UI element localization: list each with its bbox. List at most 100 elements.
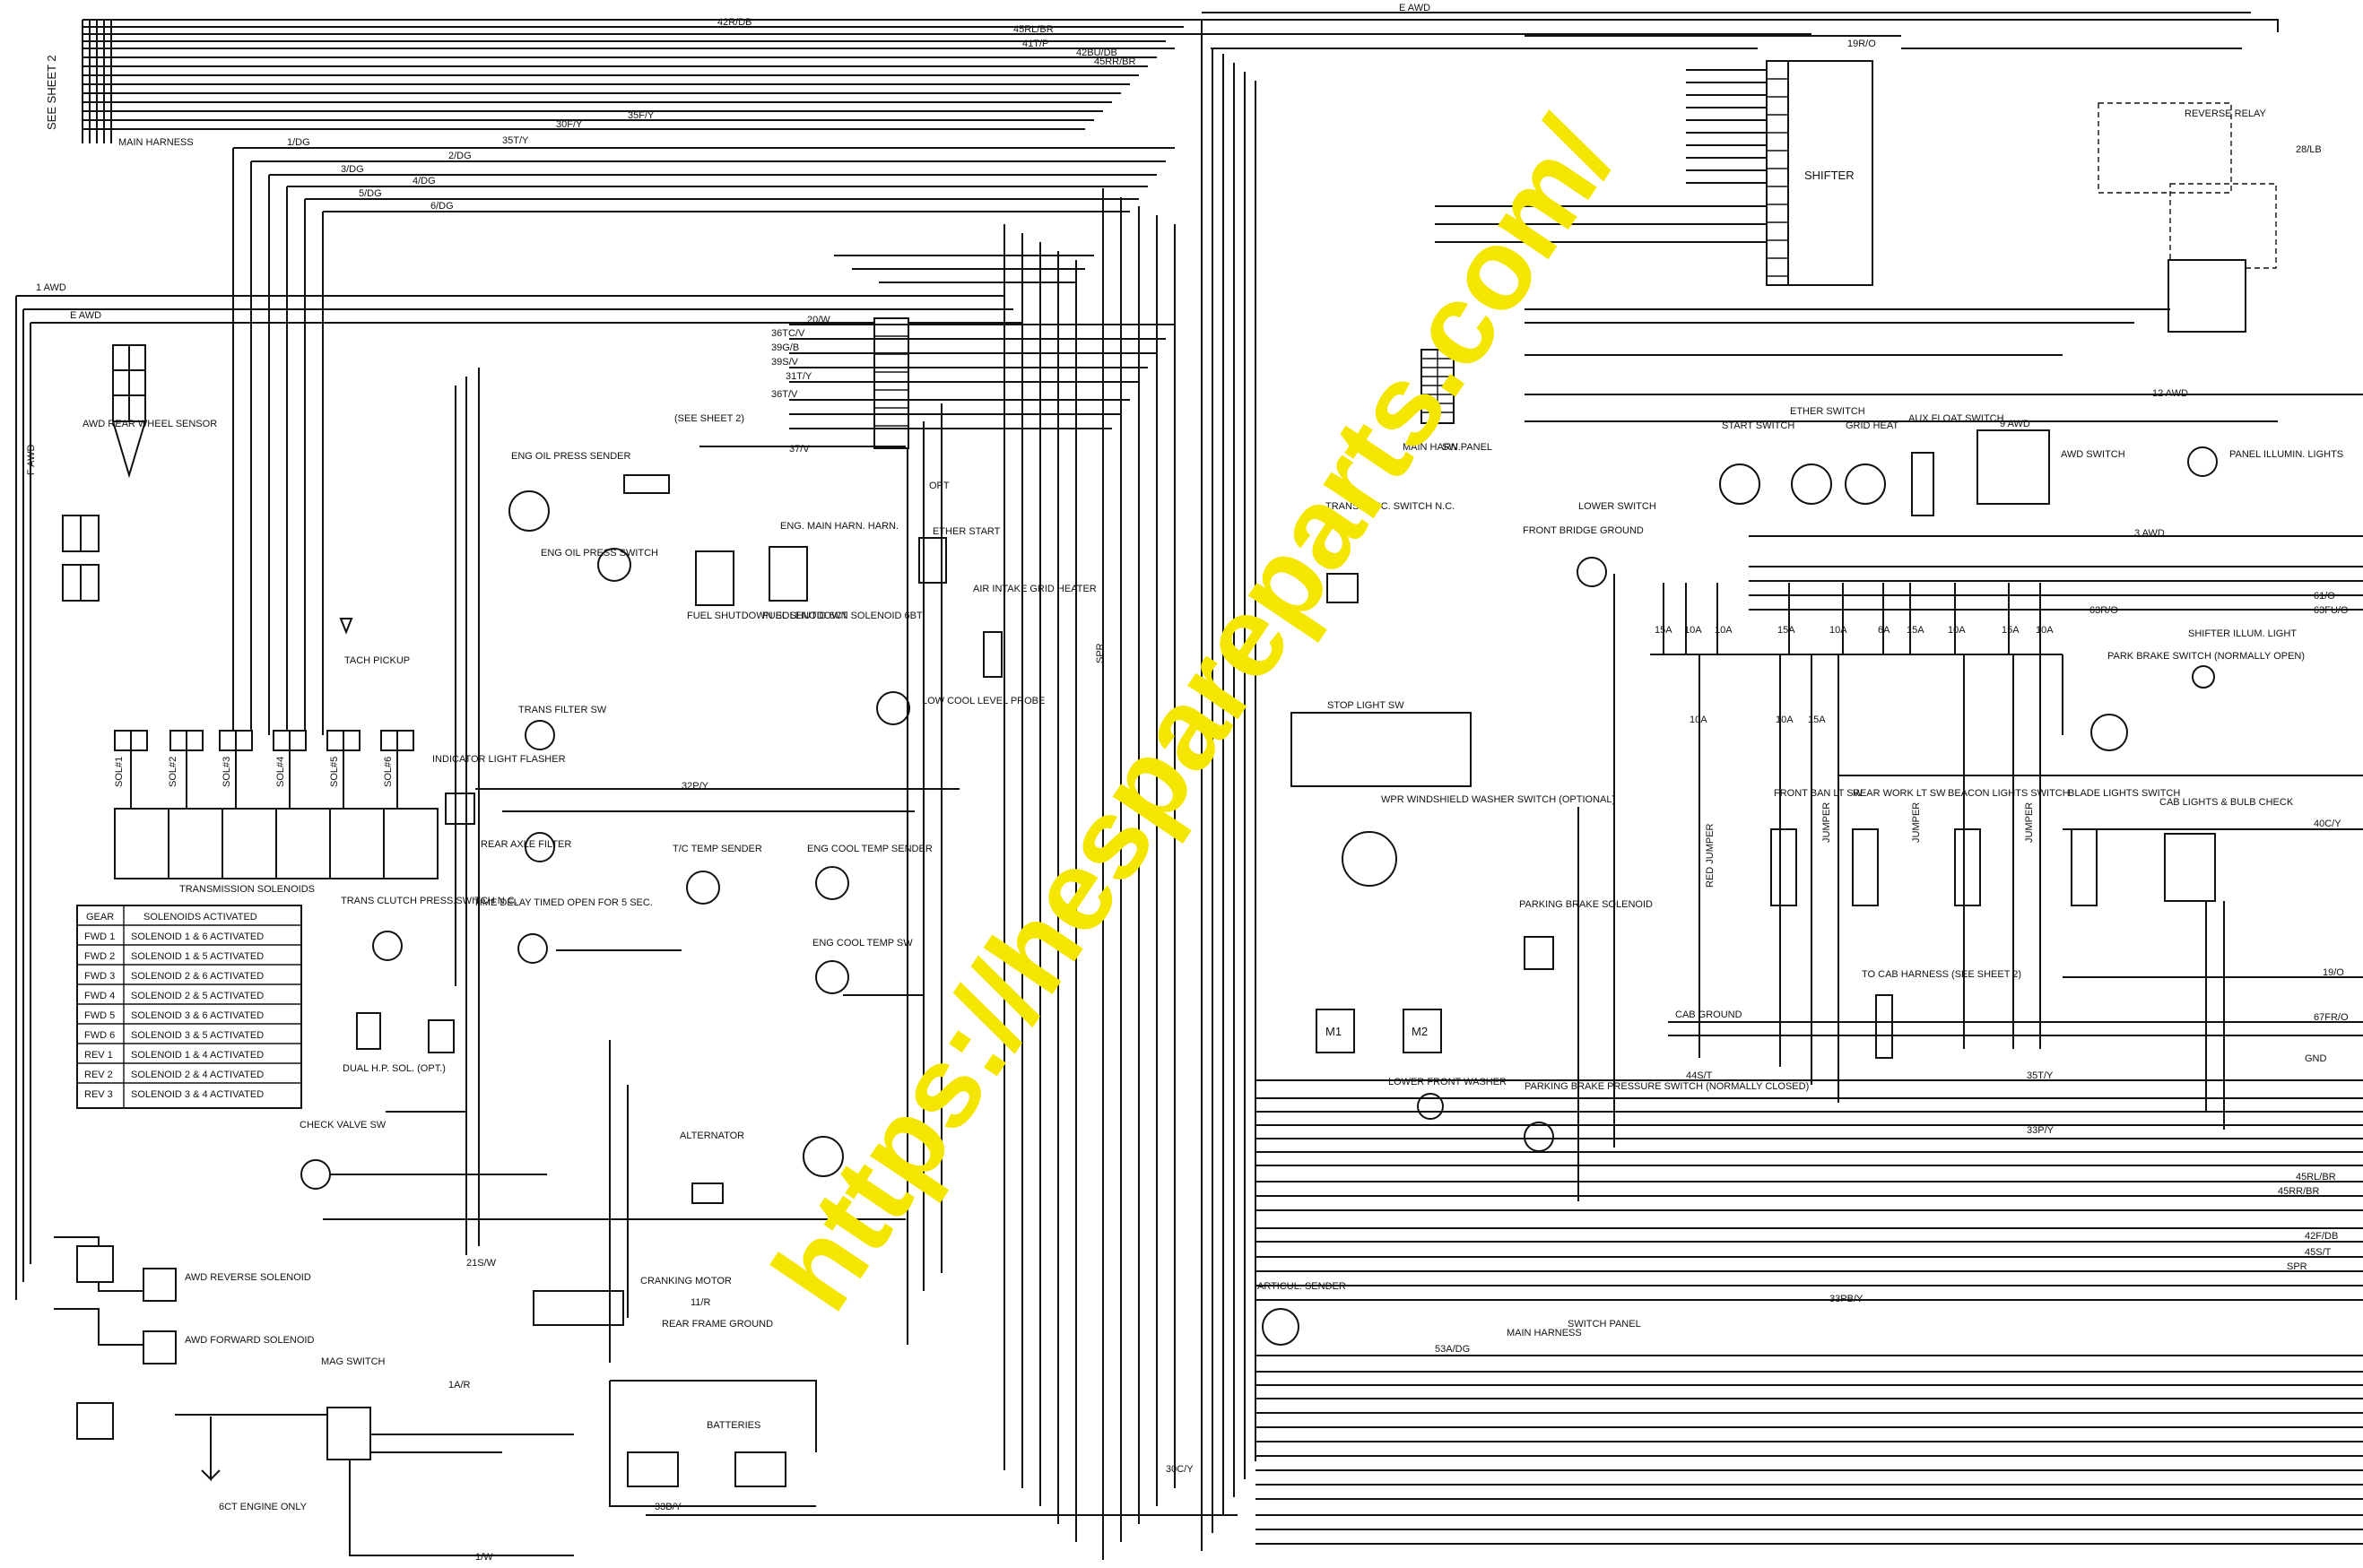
gear-table-header-gear: GEAR <box>86 912 114 923</box>
fuse-label-2: 10A <box>1684 625 1702 636</box>
wire-label-4dg: 4/DG <box>413 176 436 186</box>
park-brake-switch-label: PARK BRAKE SWITCH (NORMALLY OPEN) <box>2107 651 2305 662</box>
solenoid-labels: SOL#1 SOL#2 SOL#3 SOL#4 SOL#5 SOL#6 <box>114 757 394 787</box>
main-connector <box>873 317 909 449</box>
wire-label-21sw: 21S/W <box>466 1258 497 1269</box>
mag-switch: MAG SWITCH 6CT ENGINE ONLY <box>175 1356 574 1556</box>
wire-label-45s-t: 45S/T <box>2305 1247 2332 1258</box>
wire-label-1awd: 1 AWD <box>36 282 66 293</box>
wire-label-30f-y: 30F/Y <box>556 119 583 130</box>
fuse-label-8: 10A <box>1948 625 1966 636</box>
wire-label-42f-db: 42F/DB <box>2305 1231 2338 1242</box>
wire-label-20w: 20/W <box>807 315 830 325</box>
wire-label-42bu-db: 42BU/DB <box>1076 48 1117 58</box>
check-valve: CHECK VALVE SW <box>300 1120 547 1190</box>
solenoid-cells <box>130 750 398 879</box>
wire-label-fawd: F AWD <box>26 445 37 475</box>
gear-table-row-8-sol: SOLENOID 3 & 4 ACTIVATED <box>131 1089 264 1100</box>
wire-label-9awd: 9 AWD <box>2000 419 2030 429</box>
alternator-label: ALTERNATOR <box>680 1131 744 1141</box>
awd-wires-left <box>15 255 1094 1300</box>
fuse-label-5: 10A <box>1829 625 1847 636</box>
gear-table-row-2-gear: FWD 3 <box>84 971 115 982</box>
wire-label-61o: 61/O <box>2314 591 2335 602</box>
main-harness-right-label: MAIN HARNESS <box>1507 1328 1582 1338</box>
right-wire-labels: 19R/O 28/LB 12 AWD 9 AWD 3 AWD 61/O 63FU… <box>1095 39 2349 1304</box>
wire-label-63r-o: 63R/O <box>2089 605 2118 616</box>
rear-axle-filter-label: REAR AXLE FILTER <box>481 839 571 850</box>
wire-label-3dg: 3/DG <box>341 164 364 175</box>
wire-label-40c-y: 40C/Y <box>2314 819 2341 829</box>
reverse-relay-label: REVERSE RELAY <box>2185 108 2267 119</box>
wire-label-eawd: E AWD <box>70 310 101 321</box>
wire-label-67fr-o: 67FR/O <box>2314 1012 2349 1023</box>
fuse-label-9: 15A <box>2002 625 2020 636</box>
parking-brake: PARKING BRAKE SOLENOID PARKING BRAKE PRE… <box>1519 525 1809 1152</box>
sw-panel-label: SW PANEL <box>1442 442 1492 453</box>
low-cool-label: LOW COOL LEVEL PROBE <box>922 696 1045 706</box>
fuel-shutdown-6bt-label: FUEL SHUTDOWN SOLENOID 6BT <box>762 611 923 621</box>
awd-reverse-label: AWD REVERSE SOLENOID <box>185 1272 311 1283</box>
wire-label-30cy: 30C/Y <box>1166 1464 1194 1475</box>
gear-table-header-solenoids: SOLENOIDS ACTIVATED <box>143 912 257 923</box>
wire-label-41t-p: 41T/P <box>1022 39 1048 49</box>
ether-switch-label: ETHER SWITCH <box>1790 406 1865 417</box>
fuse-label-13: 15A <box>1808 715 1826 725</box>
jumper-labels: RED JUMPER JUMPER JUMPER JUMPER <box>1705 802 2035 888</box>
fuse-label-12: 10A <box>1776 715 1794 725</box>
dg-bus-labels: 1/DG 2/DG 3/DG 4/DG 5/DG 6/DG <box>287 137 472 212</box>
eng-main-harn-label: ENG. MAIN HARN. HARN. <box>780 521 899 532</box>
jumper-label-1: JUMPER <box>1821 802 1832 843</box>
wire-label-19r-o: 19R/O <box>1847 39 1876 49</box>
wire-label-5dg: 5/DG <box>359 188 382 199</box>
lower-front-washer-label: LOWER FRONT WASHER <box>1388 1077 1507 1087</box>
gear-table-row-5-gear: FWD 6 <box>84 1030 115 1041</box>
wire-label-44s-t: 44S/T <box>1686 1070 1713 1081</box>
shifter-illum-label: SHIFTER ILLUM. LIGHT <box>2188 628 2297 639</box>
indicator-flasher-label: INDICATOR LIGHT FLASHER <box>432 754 566 765</box>
see-sheet-2-label: SEE SHEET 2 <box>45 55 58 130</box>
jumper-label-3: JUMPER <box>2024 802 2035 843</box>
check-valve-label: CHECK VALVE SW <box>300 1120 387 1131</box>
gear-table-row-3-gear: FWD 4 <box>84 991 115 1001</box>
wire-label-33by: 33B/Y <box>655 1502 682 1512</box>
gear-table-row-2-sol: SOLENOID 2 & 6 ACTIVATED <box>131 971 264 982</box>
wire-label-45rl-br: 45RL/BR <box>1013 24 1054 35</box>
main-harn-switch-panel: MAIN HARN. SW PANEL <box>1403 349 1492 453</box>
lower-switch-label: LOWER SWITCH <box>1578 501 1656 512</box>
m1-label: M1 <box>1325 1025 1342 1038</box>
wire-label-1w: 1/W <box>475 1552 493 1563</box>
light-switches: PARK BRAKE SWITCH (NORMALLY OPEN) SHIFTE… <box>1770 628 2305 1059</box>
wire-label-1dg: 1/DG <box>287 137 310 148</box>
ether-start-label: ETHER START <box>933 526 1001 537</box>
awd-sensor-label: AWD REAR WHEEL SENSOR <box>83 419 217 429</box>
wire-label-1ar: 1A/R <box>448 1380 471 1390</box>
main-harness-label: MAIN HARNESS <box>118 137 194 148</box>
cab-ground-label: CAB GROUND <box>1675 1009 1742 1020</box>
eng-oil-press-sender-label: ENG OIL PRESS SENDER <box>511 451 631 462</box>
trans-filter-label: TRANS FILTER SW <box>518 705 607 715</box>
front-bridge-ground-label: FRONT BRIDGE GROUND <box>1523 525 1644 536</box>
gear-table-row-3-sol: SOLENOID 2 & 5 ACTIVATED <box>131 991 264 1001</box>
wire-label-28lb: 28/LB <box>2296 144 2322 155</box>
gear-table-row-8-gear: REV 3 <box>84 1089 113 1100</box>
wire-label-45rl-br-right: 45RL/BR <box>2296 1172 2336 1182</box>
parking-brake-press-label: PARKING BRAKE PRESSURE SWITCH (NORMALLY … <box>1525 1081 1809 1092</box>
wire-label-31ty: 31T/Y <box>786 371 812 382</box>
wire-label-12awd: 12 AWD <box>2152 388 2188 399</box>
sol-1-label: SOL#1 <box>114 757 125 787</box>
gear-table-row-4-gear: FWD 5 <box>84 1010 115 1021</box>
left-diodes <box>62 515 100 602</box>
time-delay-label: TIME DELAY TIMED OPEN FOR 5 SEC. <box>473 897 653 908</box>
gnd-label: GND <box>2305 1053 2327 1064</box>
panel-illum-label: PANEL ILLUMIN. LIGHTS <box>2229 449 2343 460</box>
fuse-label-6: 6A <box>1878 625 1890 636</box>
gear-table-row-7-gear: REV 2 <box>84 1070 113 1080</box>
wire-label-32py: 32P/Y <box>682 781 709 792</box>
switch-panel-label: SWITCH PANEL <box>1568 1319 1641 1330</box>
solenoid-connectors <box>114 730 414 751</box>
sol-2-label: SOL#2 <box>168 757 178 787</box>
wire-label-3awd: 3 AWD <box>2134 528 2165 539</box>
